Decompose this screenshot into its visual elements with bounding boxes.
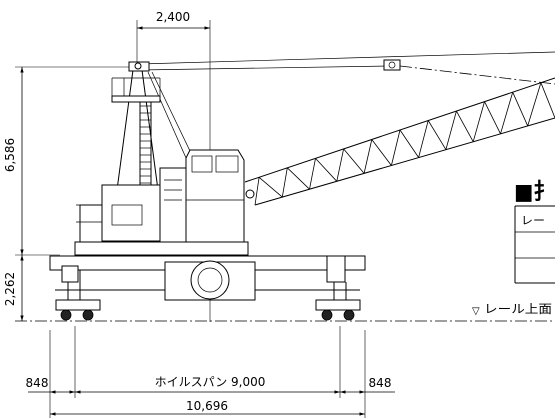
machinery-house [74, 167, 249, 256]
slewing-ring-inner [197, 267, 223, 293]
dimension-label-overhang-left: 848 [26, 376, 49, 390]
dimension-heights: 6,586 2,262 [3, 66, 133, 321]
rope-centerline [399, 65, 555, 85]
boom-lattice-member [399, 129, 419, 158]
boom-lattice-member [281, 167, 288, 198]
boom-foot-pin [245, 189, 255, 199]
rail-level-marker: ▽ [472, 306, 480, 317]
boom-lattice-member [287, 167, 310, 190]
right-bogie-frame [315, 299, 361, 311]
pendant-rope-upper [139, 51, 555, 65]
right-bogie-wheel-inner [321, 309, 333, 321]
boom-lattice-member [418, 120, 429, 158]
boom-lattice-member [315, 158, 338, 182]
dimension-label-top-offset: 2,400 [156, 10, 190, 24]
operator-cab [185, 149, 245, 243]
boom-lattice-member [472, 101, 485, 142]
left-leg-box [61, 265, 79, 283]
boom-lattice-member [309, 158, 316, 190]
left-travel-bogie [55, 265, 101, 321]
spec-section: ■扌 レー [514, 179, 555, 284]
left-bogie-wheel-outer [60, 309, 72, 321]
machinery-deck [74, 241, 249, 256]
cab-body [185, 149, 245, 243]
sheave-block [383, 59, 401, 71]
dimension-label-overhang-right: 848 [369, 376, 392, 390]
boom-lattice-member [427, 120, 447, 150]
boom-lattice-member [254, 177, 260, 206]
spec-table-header: レー [521, 214, 545, 227]
boom-lattice-member [456, 110, 474, 142]
winch-drum [111, 204, 143, 226]
right-travel-bogie [315, 255, 361, 321]
cab-window-right [215, 155, 239, 173]
portal-frame [49, 255, 366, 301]
sheave-wheel [388, 61, 396, 69]
dimension-label-overall-length: 10,696 [186, 399, 228, 413]
mast-rear-leg [114, 69, 134, 206]
right-bogie-wheel-outer [343, 309, 355, 321]
power-unit-box [159, 167, 187, 243]
boom-lattice-member [343, 148, 365, 174]
mast-tower [111, 61, 161, 206]
boom-lattice-member [500, 92, 514, 134]
right-leg-box [326, 255, 346, 283]
boom-lattice-member [363, 139, 373, 174]
rail-level-label: レール上面 [484, 302, 552, 316]
pendant-rope-lower [139, 65, 391, 71]
rail-level: ▽ レール上面 [15, 302, 555, 322]
boom-lattice-member [371, 139, 392, 166]
boom-lattice-member [258, 176, 283, 198]
left-bogie-frame [55, 299, 101, 311]
winch-house [101, 184, 161, 242]
boom-lattice-member [540, 82, 555, 119]
dimension-label-height-lower: 2,262 [3, 272, 17, 306]
boom-lattice-member [445, 110, 457, 150]
rear-handrail-box [79, 204, 103, 243]
slewing-ring-outer [190, 260, 230, 300]
left-bogie-wheel-inner [82, 309, 94, 321]
dimension-label-height-upper: 6,586 [3, 138, 17, 172]
dimension-label-wheel-span: ホイルスパン 9,000 [155, 375, 266, 389]
boom-lattice-member [484, 101, 501, 134]
crane-boom [244, 77, 555, 206]
mast-platform [111, 95, 161, 103]
cab-window-left [191, 155, 213, 173]
boom-bottom-chord [254, 117, 555, 206]
boom-lattice-member [527, 82, 542, 127]
section-title: ■扌 [514, 179, 554, 205]
dimension-bottom: 848 ホイルスパン 9,000 848 10,696 [26, 326, 395, 418]
boom-lattice-member [336, 148, 344, 182]
mast-top-sheave [134, 62, 142, 70]
boom-lattice-member [391, 129, 401, 166]
boom-lattice-member [512, 92, 529, 127]
